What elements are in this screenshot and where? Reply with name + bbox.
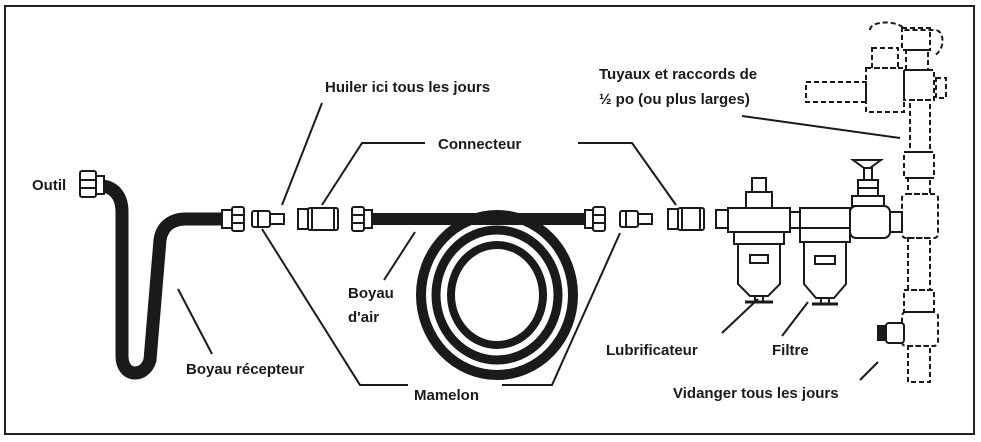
tool-fitting — [79, 170, 105, 198]
receiver-hose — [99, 179, 222, 380]
label-tuyaux-line2: ½ po (ou plus larges) — [599, 91, 750, 108]
connector-right — [667, 207, 705, 231]
label-boyau-air-line2: d'air — [348, 309, 379, 326]
label-outil: Outil — [32, 177, 66, 194]
hose-fitting-left — [221, 206, 245, 232]
hose-fitting-coil-right — [584, 206, 606, 232]
label-vidanger: Vidanger tous les jours — [673, 385, 839, 402]
label-lubrificateur: Lubrificateur — [606, 342, 698, 359]
label-filtre: Filtre — [772, 342, 809, 359]
labels: Outil Huiler ici tous les jours Connecte… — [32, 66, 839, 404]
label-huiler: Huiler ici tous les jours — [325, 79, 490, 96]
label-connecteur: Connecteur — [438, 136, 522, 153]
label-mamelon: Mamelon — [414, 387, 479, 404]
nipple-right — [619, 210, 653, 228]
nipple-left — [251, 210, 285, 228]
label-boyau-air-line1: Boyau — [348, 285, 394, 302]
drain-valve — [877, 322, 905, 344]
dashed-piping — [805, 21, 947, 383]
label-tuyaux-line1: Tuyaux et raccords de — [599, 66, 757, 83]
shutoff-valve — [849, 159, 903, 239]
leader-lines — [177, 102, 901, 386]
label-boyau-recepteur: Boyau récepteur — [186, 361, 305, 378]
air-hose-coil — [372, 210, 585, 380]
filter — [789, 207, 851, 306]
connector-left — [297, 207, 339, 231]
lubricator — [715, 177, 791, 304]
hose-fitting-coil-left — [351, 206, 373, 232]
